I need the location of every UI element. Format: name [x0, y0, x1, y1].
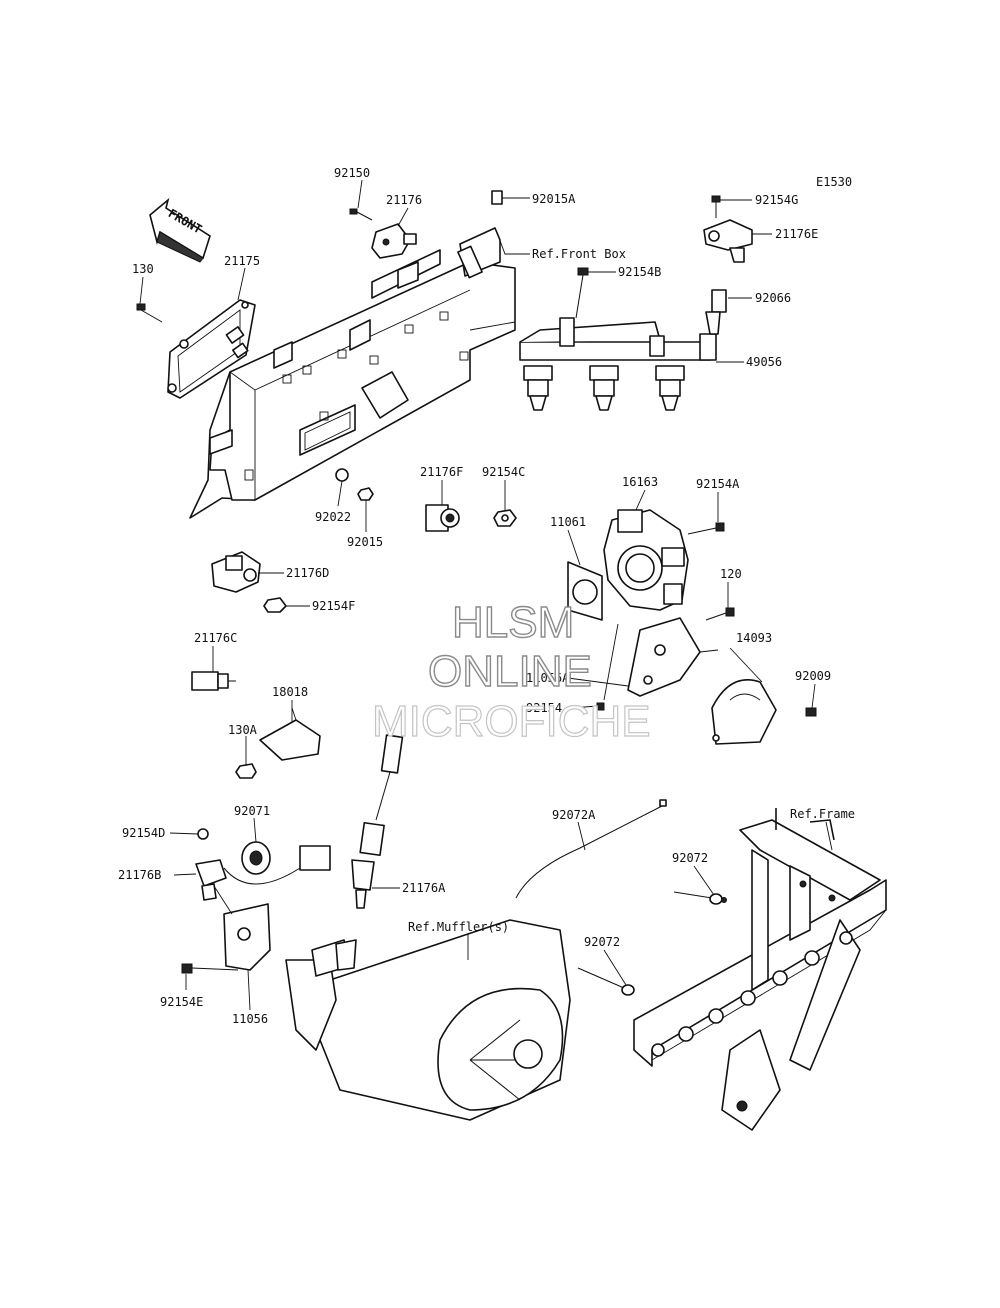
sensor-21176c [191, 671, 236, 691]
label-92009: 92009 [795, 669, 831, 683]
label-92015a: 92015A [532, 192, 576, 206]
bolt-130 [136, 303, 163, 323]
ref-muffler: Ref.Muffler(s) [408, 920, 509, 934]
tie-band-92072a [515, 799, 667, 899]
label-92154b: 92154B [618, 265, 661, 279]
ref-frame: Ref.Frame [790, 807, 855, 821]
label-21176f: 21176F [420, 465, 463, 479]
bolt-130a [235, 763, 257, 779]
front-box-panel [189, 227, 516, 519]
label-92022: 92022 [315, 510, 351, 524]
label-92066: 92066 [755, 291, 791, 305]
injector-3 [655, 365, 685, 411]
label-92154g: 92154G [755, 193, 798, 207]
bolt-92154e [181, 963, 239, 974]
label-120: 120 [720, 567, 742, 581]
sensor-21176f [425, 504, 517, 532]
o2-sensor-21176a [351, 734, 404, 909]
label-21176b: 21176B [118, 868, 161, 882]
label-92154f: 92154F [312, 599, 355, 613]
bracket-18018 [259, 707, 321, 761]
o2-sensor-21176b [195, 828, 331, 901]
sensor-21176e [703, 195, 753, 263]
label-21176d: 21176D [286, 566, 329, 580]
part-labels: 92150 21176 92015A 92154G 21176E 130 211… [118, 166, 855, 1026]
leader-lines [139, 179, 833, 1011]
throttle-body-16163 [603, 509, 689, 611]
label-11061: 11061 [550, 515, 586, 529]
ecu-21175 [167, 299, 256, 399]
tie-band-92072-lower [577, 967, 635, 996]
label-92154e: 92154E [160, 995, 203, 1009]
label-92154c: 92154C [482, 465, 525, 479]
fuel-rail-49056 [519, 267, 727, 411]
label-49056: 49056 [746, 355, 782, 369]
diagram-code: E1530 [816, 175, 852, 189]
nut-92015 [357, 487, 374, 501]
cover-14093 [711, 679, 777, 745]
label-16163: 16163 [622, 475, 658, 489]
label-21176e: 21176E [775, 227, 818, 241]
label-21175: 21175 [224, 254, 260, 268]
label-92154d: 92154D [122, 826, 165, 840]
watermark-line3: MICROFICHE [372, 697, 651, 746]
watermark: HLSM ONLINE MICROFICHE [371, 597, 651, 746]
bolt-120 [705, 607, 735, 621]
bolt-92154 [596, 702, 605, 711]
label-21176c: 21176C [194, 631, 237, 645]
label-92072-upper: 92072 [672, 851, 708, 865]
muffler [285, 919, 571, 1121]
label-130: 130 [132, 262, 154, 276]
frame [633, 808, 887, 1131]
watermark-line2: ONLINE [428, 647, 592, 696]
gasket-11061 [567, 561, 603, 621]
label-92015: 92015 [347, 535, 383, 549]
clip-92015a [491, 190, 503, 205]
tie-band-92072-upper [673, 891, 723, 905]
bolt-92154a [687, 522, 725, 535]
label-130a: 130A [228, 723, 258, 737]
front-arrow-icon: FRONT [149, 197, 211, 263]
label-11056a: 11056A [526, 671, 570, 685]
injector-2 [589, 365, 619, 411]
watermark-line1: HLSM [452, 598, 574, 647]
sensor-21176 [349, 208, 417, 259]
label-21176: 21176 [386, 193, 422, 207]
washer-92022 [335, 468, 349, 482]
label-11056: 11056 [232, 1012, 268, 1026]
bracket-11056 [223, 903, 271, 971]
injector-1 [523, 365, 553, 411]
label-18018: 18018 [272, 685, 308, 699]
ref-front-box: Ref.Front Box [532, 247, 626, 261]
sensor-21176d [211, 551, 287, 613]
label-21176a: 21176A [402, 881, 446, 895]
label-92154: 92154 [526, 701, 562, 715]
label-92150: 92150 [334, 166, 370, 180]
label-14093: 14093 [736, 631, 772, 645]
label-92072-lower: 92072 [584, 935, 620, 949]
bracket-11056a [627, 617, 701, 697]
bolt-92009 [805, 707, 817, 717]
label-92071: 92071 [234, 804, 270, 818]
label-92072a: 92072A [552, 808, 596, 822]
label-92154a: 92154A [696, 477, 740, 491]
